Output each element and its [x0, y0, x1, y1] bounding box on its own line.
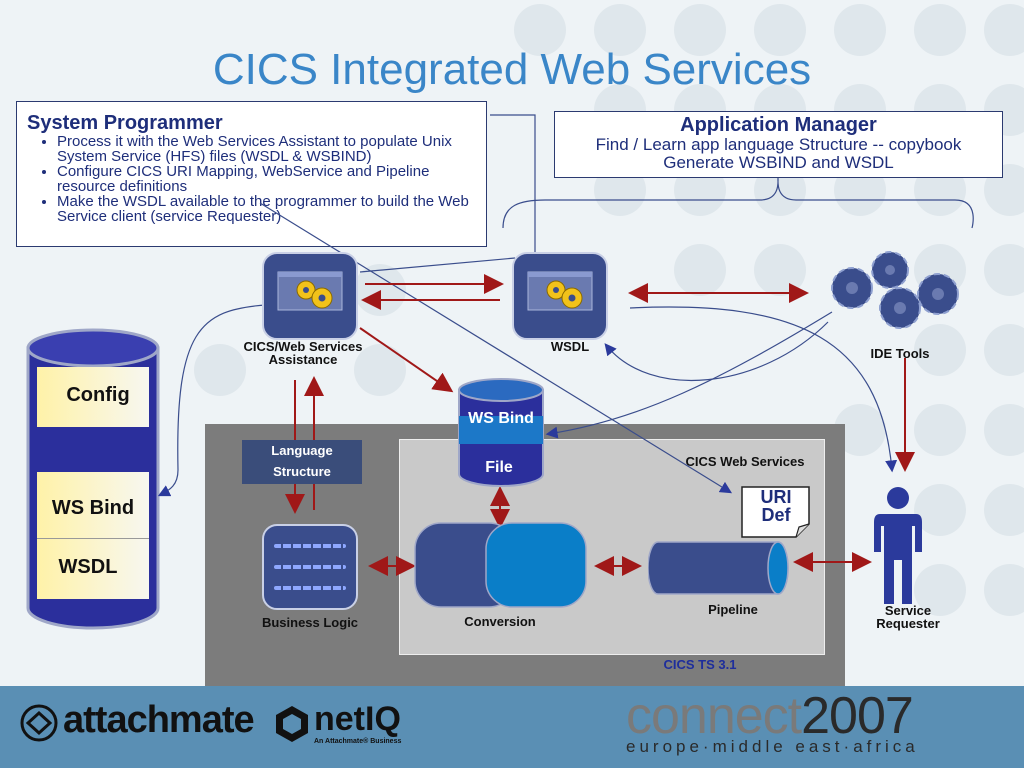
label-line: Service	[884, 603, 932, 618]
ws-bind-card	[37, 472, 149, 538]
ide-tools-label: IDE Tools	[870, 346, 930, 361]
background-pattern	[194, 4, 1024, 616]
netiq-wordmark: netIQ	[314, 700, 401, 739]
netiq-iq: IQ	[365, 700, 401, 738]
attachmate-logo-icon	[20, 704, 58, 742]
uri-def-label: URI Def	[741, 488, 811, 524]
application-manager-line-1: Find / Learn app language Structure -- c…	[595, 135, 962, 154]
connect-word: connect	[626, 687, 802, 745]
pipeline-icon	[648, 541, 789, 595]
label-line: Assistance	[268, 352, 338, 367]
page-title: CICS Integrated Web Services	[212, 45, 812, 94]
cics-ts-label: CICS TS 3.1	[663, 657, 737, 672]
ws-bind-file-label-bottom: File	[485, 459, 513, 476]
conversion-icon	[414, 522, 587, 608]
wsdl-icon	[512, 252, 608, 340]
config-card	[37, 367, 149, 427]
system-programmer-list: Process it with the Web Services Assista…	[27, 134, 476, 224]
wsdl-label: WSDL	[550, 339, 590, 354]
label-line: Def	[761, 505, 791, 525]
cics-web-services-label: CICS Web Services	[685, 454, 805, 469]
conversion-label: Conversion	[464, 614, 536, 629]
service-requester-person-icon	[874, 487, 922, 604]
list-item: Make the WSDL available to the programme…	[57, 194, 476, 224]
connect-wordmark: connect2007	[626, 686, 914, 746]
application-manager-line-2: Generate WSBIND and WSDL	[663, 153, 894, 172]
ws-bind-file-cylinder	[458, 378, 544, 487]
attachmate-wordmark: attachmate	[63, 699, 255, 741]
config-label: Config	[66, 384, 130, 406]
ws-bind-label: WS Bind	[51, 497, 135, 519]
region-tagline: europe·middle east·africa	[626, 737, 919, 756]
netiq-logo-icon	[276, 706, 308, 742]
uri-def-page	[741, 486, 810, 538]
cics-web-services-assistance-icon	[262, 252, 358, 340]
service-requester-label: Service Requester	[858, 604, 958, 630]
cics-web-services-assistance-label: CICS/Web Services Assistance	[233, 340, 373, 366]
business-logic-icon	[262, 524, 358, 610]
ws-bind-file-label-top: WS Bind	[468, 410, 534, 427]
netiq-net: net	[314, 700, 365, 738]
system-programmer-heading: System Programmer	[27, 112, 223, 134]
label-line: Language	[271, 443, 333, 458]
list-item: Configure CICS URI Mapping, WebService a…	[57, 164, 476, 194]
netiq-tagline: An Attachmate® Business	[314, 738, 402, 745]
label-line: Structure	[273, 464, 331, 479]
label-line: CICS/Web Services	[243, 339, 363, 354]
system-programmer-box: System Programmer Process it with the We…	[16, 101, 487, 247]
application-manager-heading: Application Manager	[680, 114, 877, 136]
application-manager-box: Application Manager Find / Learn app lan…	[554, 111, 1003, 178]
business-logic-label: Business Logic	[261, 615, 359, 630]
connect-year: 2007	[801, 687, 914, 745]
language-structure-box: Language Structure	[242, 440, 362, 484]
wsdl-storage-label: WSDL	[58, 556, 118, 578]
footer-banner	[0, 686, 1024, 768]
ide-tools-gears-icon	[831, 251, 959, 329]
label-line: Requester	[876, 616, 940, 631]
list-item: Process it with the Web Services Assista…	[57, 134, 476, 164]
label-line: URI	[760, 487, 792, 507]
wsdl-card	[37, 538, 149, 599]
pipeline-label: Pipeline	[708, 602, 758, 617]
